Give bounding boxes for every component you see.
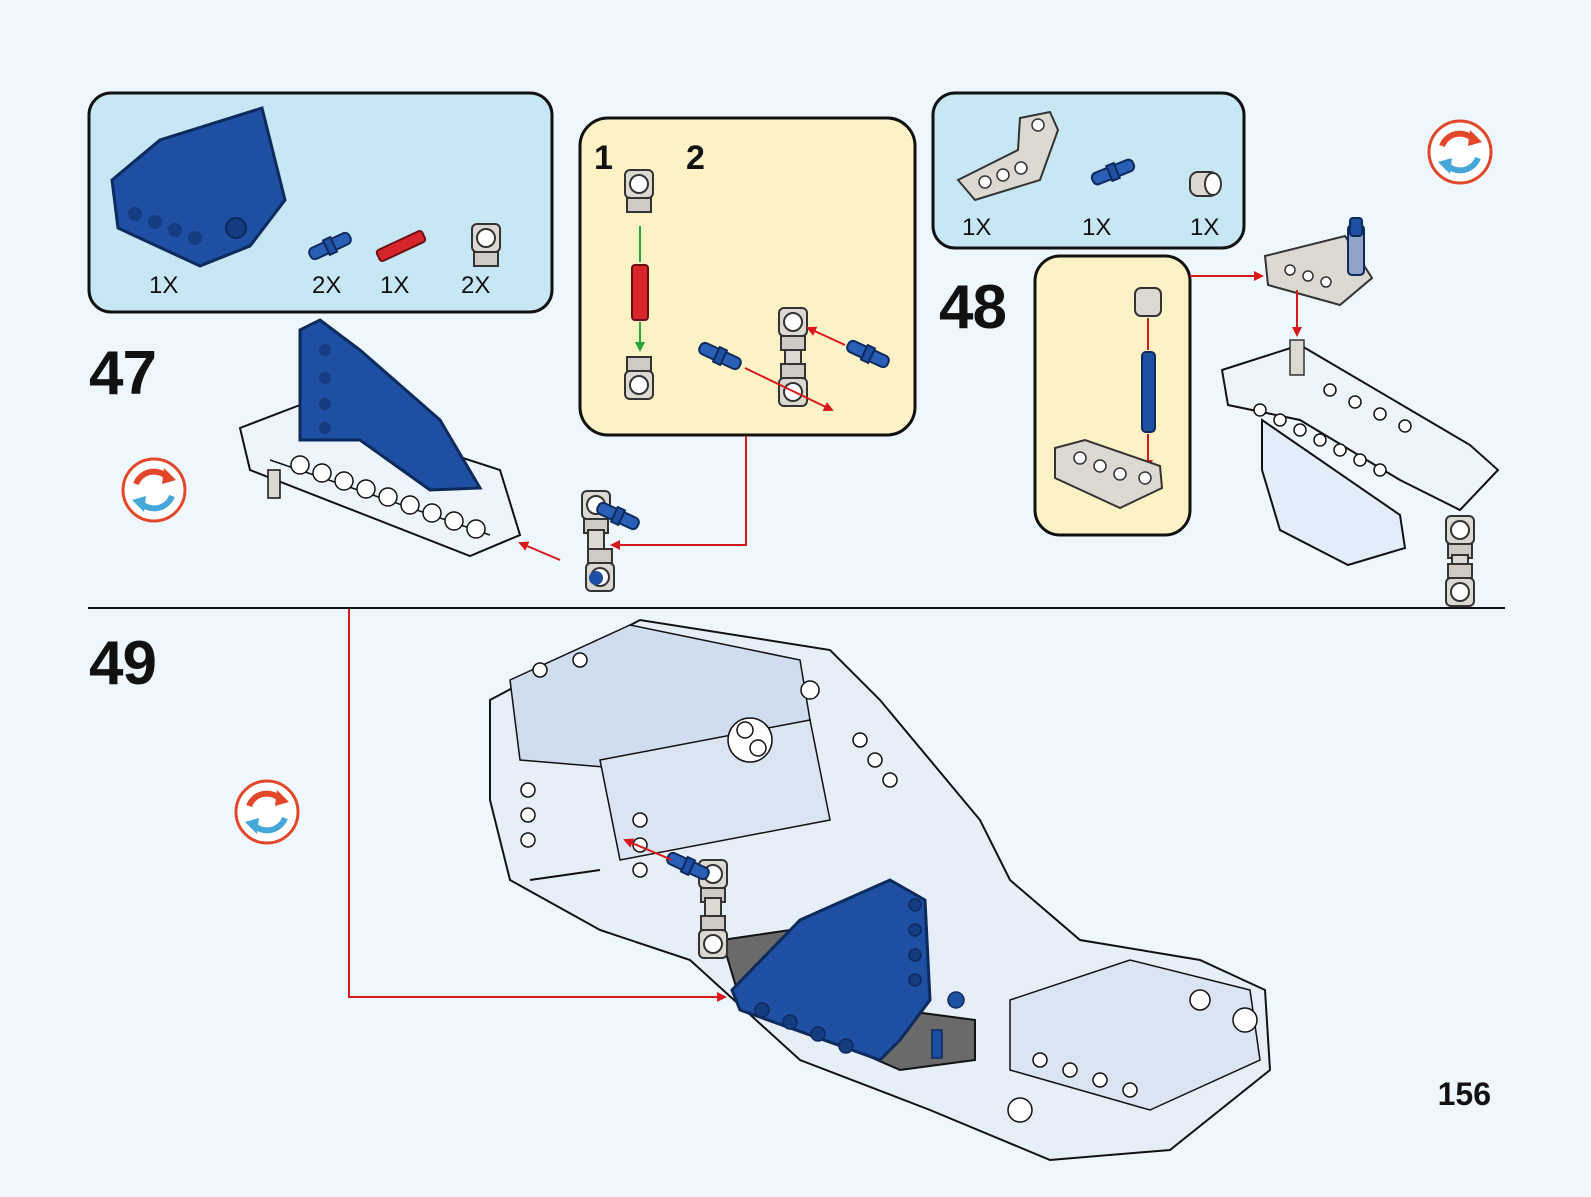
- rotate-icon: [236, 781, 298, 843]
- step48-parts-box: [931, 91, 1246, 250]
- step49-chassis-assembly: [489, 618, 1272, 1162]
- part-red-axle: [375, 229, 427, 263]
- qty-label: 1X: [1190, 214, 1219, 241]
- qty-label: 1X: [380, 272, 409, 299]
- step47-assembly: [238, 318, 643, 592]
- attach-arrow: [348, 609, 727, 1002]
- qty-label: 1X: [1082, 214, 1111, 241]
- step-number-48: 48: [939, 273, 1007, 342]
- part-blue-panel: [110, 106, 287, 268]
- substep-1-illustration: [624, 169, 654, 400]
- step48-callout-illustration: [1054, 287, 1164, 510]
- qty-label: 2X: [461, 272, 490, 299]
- substep-1-label: 1: [594, 139, 613, 177]
- rotate-icon: [123, 459, 185, 521]
- step48-assembly: [1220, 217, 1500, 607]
- substep-2-illustration: [695, 307, 893, 412]
- callout-arrow: [610, 436, 747, 550]
- step-number-47: 47: [89, 339, 157, 408]
- substep-2-label: 2: [686, 139, 705, 177]
- qty-label: 2X: [312, 272, 341, 299]
- part-grey-bush: [1189, 171, 1222, 197]
- rotate-icon: [1429, 121, 1491, 183]
- step-number-49: 49: [89, 629, 157, 698]
- qty-label: 1X: [149, 272, 178, 299]
- subassembly-callout: [578, 116, 917, 437]
- part-grey-connector: [471, 223, 501, 267]
- part-grey-l-beam: [956, 110, 1060, 202]
- page-number: 156: [1437, 1076, 1491, 1112]
- qty-label: 1X: [962, 214, 991, 241]
